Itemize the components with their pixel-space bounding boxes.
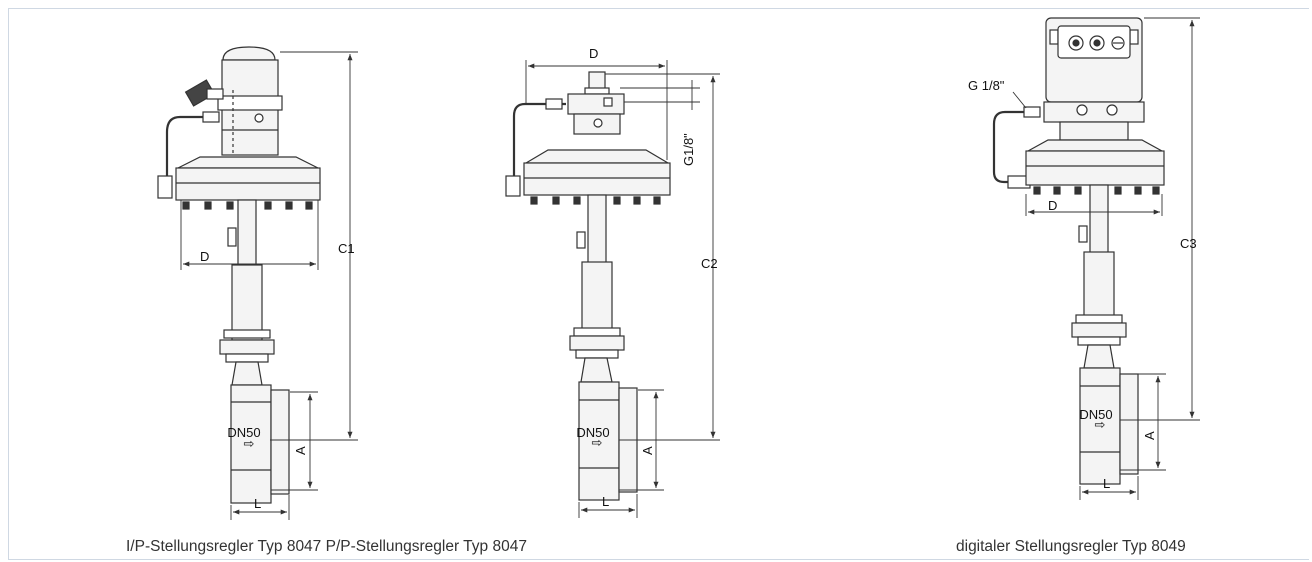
caption-digital-positioner: digitaler Stellungsregler Typ 8049 <box>956 538 1186 555</box>
actuator-cover <box>177 156 319 169</box>
valve-body <box>578 381 620 501</box>
g-leader-line <box>1012 91 1027 109</box>
valve-3-label-g: G 1/8" <box>968 78 1005 93</box>
valve-3-size-marking: DN50 <box>1079 407 1112 422</box>
valve-2-label-a: A <box>640 446 655 455</box>
air-supply-pipe <box>512 102 566 178</box>
valve-body <box>1079 367 1121 485</box>
caption-ip-pp-positioner: I/P-Stellungsregler Typ 8047 P/P-Stellun… <box>126 538 527 555</box>
valve-1-size-marking: DN50 <box>227 425 260 440</box>
valve-3-label-l: L <box>1103 476 1110 491</box>
valve-1-flow-arrow: ⇨ <box>244 436 255 451</box>
valve-2-label-c: C2 <box>701 256 718 271</box>
valve-3-label-c: C3 <box>1180 236 1197 251</box>
drawing-frame <box>8 8 1309 560</box>
positioner-block <box>567 93 625 115</box>
actuator-cover <box>523 149 671 164</box>
air-supply-pipe <box>992 110 1040 184</box>
valve-body <box>230 384 272 504</box>
valve-1-label-l: L <box>254 496 261 511</box>
valve-2-size-marking: DN50 <box>576 425 609 440</box>
valve-1-label-c: C1 <box>338 241 355 256</box>
valve-2-dimensions <box>525 60 720 518</box>
valve-3-dimensions <box>1012 17 1200 500</box>
actuator-body <box>1025 150 1165 186</box>
valve-3-digital-positioner <box>992 17 1165 485</box>
valve-2-label-l: L <box>602 494 609 509</box>
valve-2-flow-arrow: ⇨ <box>592 435 603 450</box>
valve-1-dimensions <box>180 51 358 520</box>
actuator-cover <box>1027 139 1163 152</box>
actuator-body <box>523 162 671 196</box>
valve-1-label-d: D <box>200 249 209 264</box>
valve-1-label-a: A <box>293 446 308 455</box>
valve-3-flow-arrow: ⇨ <box>1095 417 1106 432</box>
valve-3-label-d: D <box>1048 198 1057 213</box>
valve-2-pp-positioner <box>505 71 671 501</box>
air-supply-pipe <box>165 115 205 178</box>
valve-2-label-g: G1/8" <box>681 133 696 166</box>
valve-1-ip-positioner <box>157 46 321 504</box>
pilot-connection <box>588 71 606 91</box>
valve-2-label-d: D <box>589 46 598 61</box>
valve-3-label-a: A <box>1142 431 1157 440</box>
electrical-connector <box>184 79 216 107</box>
positioner-dome <box>222 46 276 61</box>
actuator-body <box>175 167 321 201</box>
